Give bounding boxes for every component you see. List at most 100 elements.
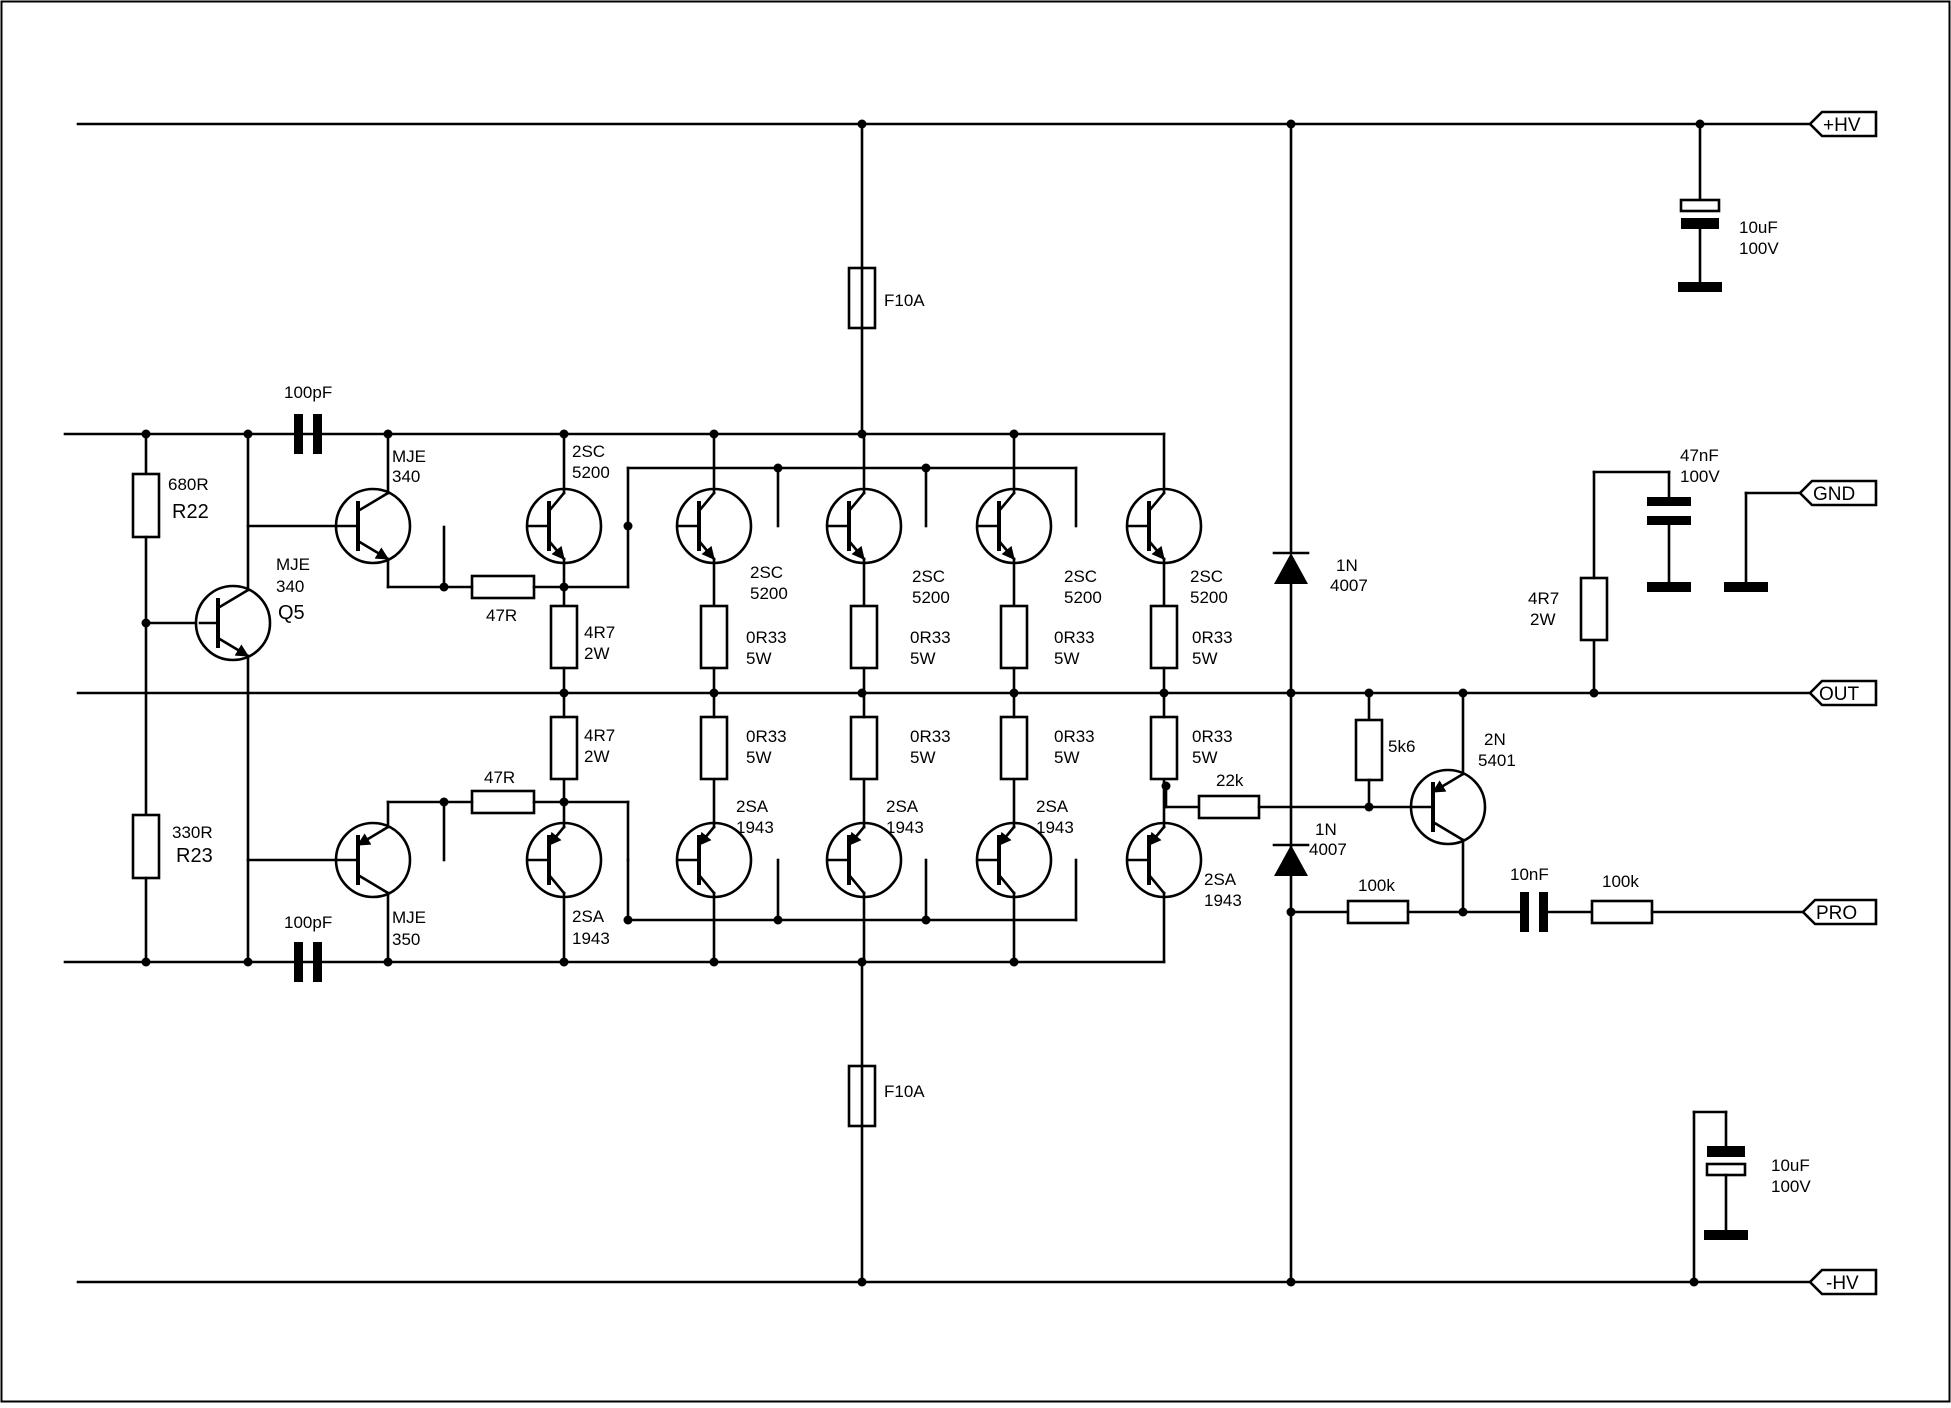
c-in-label: 10nF	[1510, 865, 1549, 884]
resistor-npn-emitter-3[interactable]	[849, 604, 879, 670]
junction-dot	[439, 582, 449, 592]
npn-res-4-value: 0R33	[1054, 628, 1095, 647]
resistor-pnp-emitter-3[interactable]	[849, 715, 879, 781]
npn-type-5-line1: 2SC	[1190, 567, 1223, 586]
resistor-47r-top[interactable]	[470, 574, 536, 600]
junction-dot	[1458, 688, 1468, 698]
port-out-label: OUT	[1819, 684, 1860, 705]
npn-res-4-power: 5W	[1054, 649, 1080, 668]
pnp-res-3-power: 5W	[910, 748, 936, 767]
cap-10uf-top[interactable]	[1679, 198, 1721, 229]
pnp-type-1-line2: 1943	[572, 929, 610, 948]
pnp-res-4-power: 5W	[1054, 748, 1080, 767]
resistor-r23[interactable]	[131, 813, 161, 880]
npn-res-5-power: 5W	[1192, 649, 1218, 668]
junction-dot	[383, 957, 393, 967]
resistor-r22[interactable]	[131, 472, 161, 539]
junction-dot	[559, 957, 569, 967]
junction-dot	[857, 688, 867, 698]
resistor-pnp-emitter-4[interactable]	[999, 715, 1029, 781]
resistor-npn-emitter-2[interactable]	[699, 604, 729, 670]
port-pro[interactable]: PRO	[1801, 898, 1878, 926]
pnp-res-2-power: 5W	[746, 748, 772, 767]
pnp-type-2-line2: 1943	[736, 818, 774, 837]
npn-type-4-line1: 2SC	[1064, 567, 1097, 586]
r-base-label: 22k	[1216, 771, 1244, 790]
cap-bottom-value: 10uF	[1771, 1156, 1810, 1175]
resistor-pnp-emitter-2[interactable]	[699, 715, 729, 781]
junction-dot	[1009, 688, 1019, 698]
npn-type-1-line1: 2SC	[572, 442, 605, 461]
diode-bottom-label-1: 1N	[1315, 820, 1337, 839]
driver-section: 680R R22 330R R23 MJE 340 Q5 100pF 100pF	[131, 383, 566, 982]
junction-dots	[141, 119, 1705, 1287]
pnp-type-2-line1: 2SA	[736, 797, 769, 816]
resistor-47r-bottom[interactable]	[470, 789, 536, 815]
q-bottom-type-line2: 350	[392, 930, 420, 949]
junction-dot	[1286, 119, 1296, 129]
junction-dot	[243, 957, 253, 967]
port-minus-hv[interactable]: -HV	[1808, 1268, 1878, 1296]
resistor-npn-emitter-5[interactable]	[1149, 604, 1179, 670]
diode-1n4007-bottom[interactable]	[1272, 843, 1310, 876]
junction-dot	[559, 688, 569, 698]
cap-10uf-bottom[interactable]	[1705, 1146, 1747, 1177]
ground-cap-top	[1678, 282, 1722, 292]
port-out[interactable]: OUT	[1808, 679, 1878, 707]
pnp-res-1-value: 4R7	[584, 726, 615, 745]
junction-dot	[1009, 429, 1019, 439]
junction-dot	[773, 463, 783, 473]
junction-dot	[709, 429, 719, 439]
zobel-c-label-2: 100V	[1680, 467, 1720, 486]
junction-dot	[623, 521, 633, 531]
port-flags: +HV GND OUT PRO -HV	[1798, 110, 1878, 1296]
resistor-100k-b[interactable]	[1590, 899, 1654, 925]
resistor-zobel-4r7[interactable]	[1579, 576, 1609, 642]
junction-dot	[623, 915, 633, 925]
diode-1n4007-top[interactable]	[1272, 551, 1310, 584]
junction-dot	[857, 957, 867, 967]
pnp-res-3-value: 0R33	[910, 727, 951, 746]
junction-dot	[1286, 688, 1296, 698]
r-top-label: 47R	[486, 606, 517, 625]
junction-dot	[1589, 688, 1599, 698]
port-pro-label: PRO	[1816, 903, 1857, 924]
fuse-bottom-label: F10A	[884, 1082, 925, 1101]
resistor-100k-a[interactable]	[1346, 899, 1410, 925]
cap-100pf-top[interactable]	[294, 414, 322, 454]
q-top-type-line2: 340	[392, 467, 420, 486]
npn-type-3-line1: 2SC	[912, 567, 945, 586]
supply-cap-top-group: 10uF 100V	[1678, 122, 1779, 292]
ground-cap-bottom	[1704, 1230, 1748, 1240]
port-minus-hv-label: -HV	[1826, 1273, 1859, 1294]
resistor-22k[interactable]	[1197, 794, 1261, 820]
resistor-npn-emitter-1[interactable]	[549, 604, 579, 670]
junction-dot	[1161, 781, 1171, 791]
pnp-type-3-line2: 1943	[886, 818, 924, 837]
cap-100pf-bottom[interactable]	[294, 942, 322, 982]
npn-res-3-value: 0R33	[910, 628, 951, 647]
diode-top-label-2: 4007	[1330, 576, 1368, 595]
r-in1-label: 100k	[1358, 876, 1395, 895]
resistor-npn-emitter-4[interactable]	[999, 604, 1029, 670]
resistor-pnp-emitter-1[interactable]	[549, 715, 579, 781]
port-gnd-label: GND	[1813, 484, 1855, 505]
resistor-5k6[interactable]	[1354, 718, 1384, 782]
port-gnd[interactable]: GND	[1798, 479, 1878, 507]
npn-type-3-line2: 5200	[912, 588, 950, 607]
cap-zobel-47nf[interactable]	[1647, 497, 1691, 525]
q-protect-type-2: 5401	[1478, 751, 1516, 770]
transistor-q5[interactable]	[194, 584, 272, 662]
junction-dot	[857, 119, 867, 129]
cap-top-label: 100pF	[284, 383, 332, 402]
fuse-top-group: F10A	[847, 122, 925, 436]
junction-dot	[1286, 907, 1296, 917]
resistor-pnp-emitter-5[interactable]	[1149, 715, 1179, 781]
cap-10nf[interactable]	[1520, 892, 1548, 932]
npn-res-3-power: 5W	[910, 649, 936, 668]
q-top-type-line1: MJE	[392, 447, 426, 466]
port-plus-hv[interactable]: +HV	[1808, 110, 1878, 138]
